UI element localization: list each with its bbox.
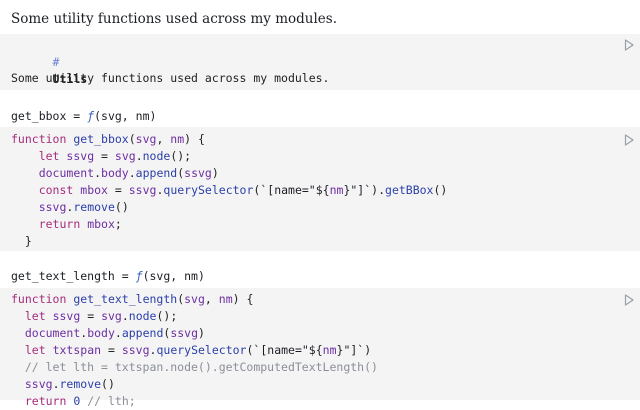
code-line: // let lth = txtspan.node().getComputedT… — [11, 360, 378, 374]
code-line: return mbox; — [38, 217, 122, 231]
markdown-heading-line: # Utils — [11, 37, 88, 86]
run-cell-icon[interactable] — [624, 294, 634, 306]
code-line: function get_bbox(svg, nm) { — [11, 132, 205, 146]
intro-text: Some utility functions used across my mo… — [11, 11, 337, 27]
text-length-output-args: (svg, nm) — [142, 269, 205, 283]
code-line: const mbox = ssvg.querySelector(`[name="… — [38, 183, 448, 197]
code-line: function get_text_length(svg, nm) { — [11, 292, 254, 306]
markdown-body: Some utility functions used across my mo… — [11, 71, 330, 85]
code-line: ssvg.remove() — [24, 377, 115, 391]
text-length-output: get_text_length = ƒ(svg, nm) — [11, 269, 205, 283]
bbox-output: get_bbox = ƒ(svg, nm) — [11, 109, 156, 123]
code-line: document.body.append(ssvg) — [24, 326, 205, 340]
function-symbol: ƒ — [87, 109, 95, 123]
markdown-hash: # — [52, 55, 60, 69]
notebook-page: Some utility functions used across my mo… — [0, 11, 640, 408]
code-line: let txtspan = ssvg.querySelector(`[name=… — [24, 343, 372, 357]
bbox-output-name: get_bbox = — [11, 109, 88, 123]
bbox-output-args: (svg, nm) — [94, 109, 157, 123]
code-line: document.body.append(ssvg) — [38, 166, 219, 180]
function-symbol: ƒ — [135, 269, 143, 283]
code-line: let ssvg = svg.node(); — [24, 309, 178, 323]
code-line: } — [11, 234, 32, 248]
run-cell-icon[interactable] — [624, 39, 634, 51]
run-cell-icon[interactable] — [624, 134, 634, 146]
text-length-code-cell[interactable]: function get_text_length(svg, nm) { let … — [0, 288, 640, 408]
markdown-cell[interactable]: # Utils Some utility functions used acro… — [0, 34, 640, 90]
text-length-output-name: get_text_length = — [11, 269, 136, 283]
bbox-code-cell[interactable]: function get_bbox(svg, nm) { let ssvg = … — [0, 127, 640, 251]
markdown-heading: Utils — [52, 72, 88, 86]
code-line: ssvg.remove() — [38, 200, 129, 214]
code-line: return 0 // lth; — [24, 394, 136, 408]
code-line: let ssvg = svg.node(); — [38, 149, 192, 163]
